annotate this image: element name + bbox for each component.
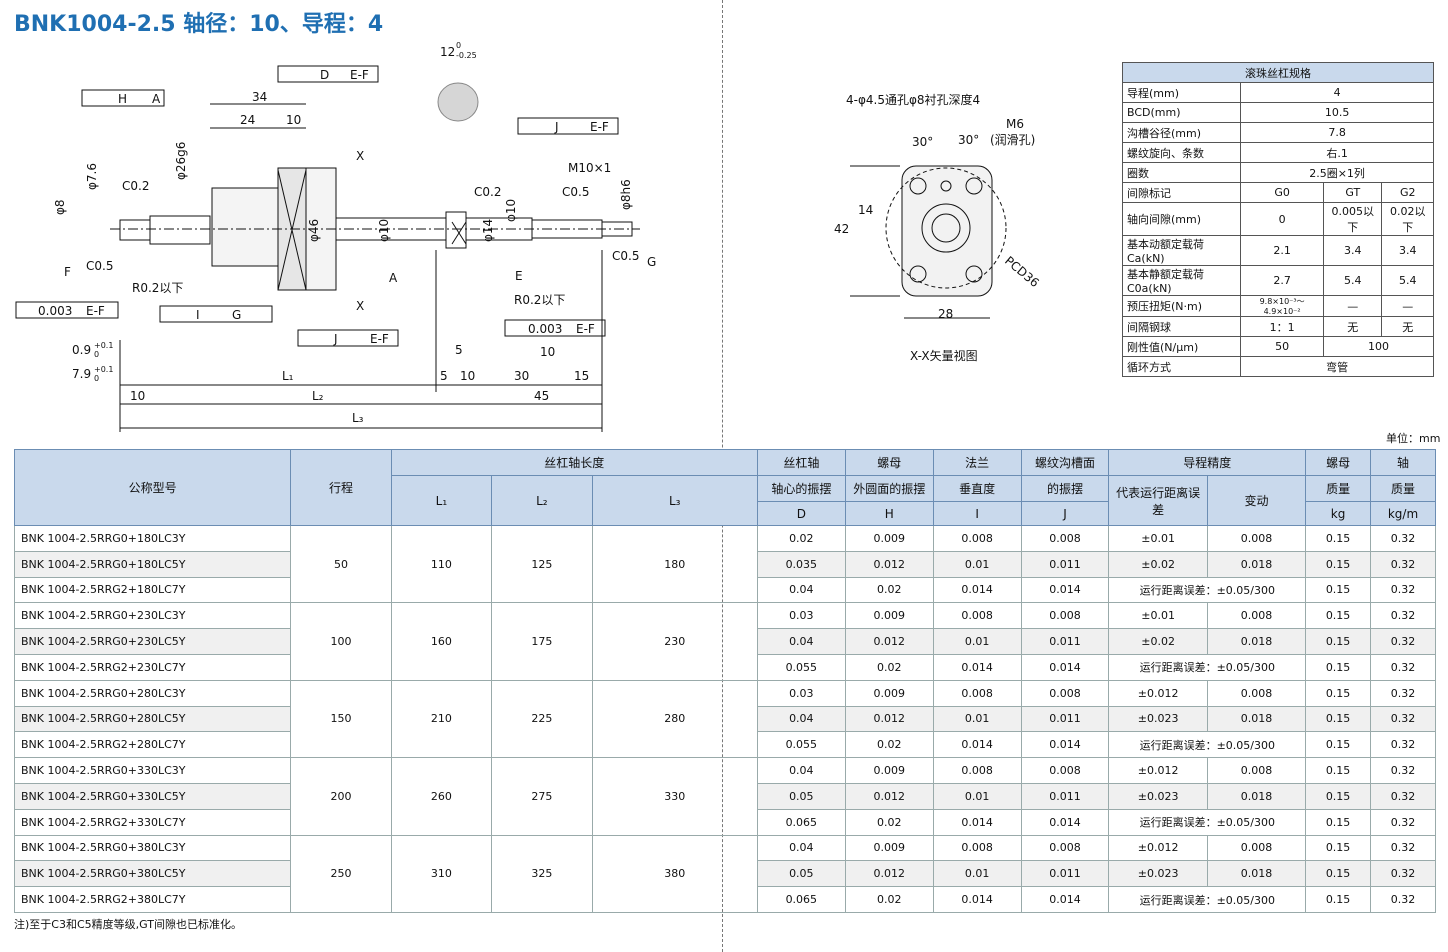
tol-d7: φ7.6 xyxy=(85,163,99,190)
page-title: BNK1004-2.5 轴径：10、导程：4 xyxy=(14,12,384,37)
svg-text:+0.1: +0.1 xyxy=(94,365,113,374)
svg-text:0.003: 0.003 xyxy=(528,322,562,336)
svg-text:+0.1: +0.1 xyxy=(94,341,113,350)
svg-text:G: G xyxy=(647,255,656,269)
tol-d26: φ26g6 xyxy=(174,142,188,180)
footnote: 注)至于C3和C5精度等级,GT间隙也已标准化。 xyxy=(14,918,242,931)
technical-drawing: 34 24 10 12 0 -0.25 φ26g6 φ7.6 φ8 φ10 φ8… xyxy=(15,41,1042,432)
svg-text:φ14: φ14 xyxy=(481,219,495,242)
svg-text:10: 10 xyxy=(130,389,145,403)
svg-text:(润滑孔): (润滑孔) xyxy=(990,133,1035,147)
svg-text:0.003: 0.003 xyxy=(38,304,72,318)
svg-text:30: 30 xyxy=(514,369,529,383)
svg-text:-0.25: -0.25 xyxy=(456,51,477,60)
svg-text:0: 0 xyxy=(94,350,99,359)
svg-text:5: 5 xyxy=(440,369,448,383)
view-caption: X-X矢量视图 xyxy=(910,348,978,363)
unit-label: 单位：mm xyxy=(1386,432,1441,445)
svg-text:R0.2以下: R0.2以下 xyxy=(514,293,565,307)
svg-text:C0.5: C0.5 xyxy=(86,259,113,273)
svg-text:PCD36: PCD36 xyxy=(1002,254,1042,291)
svg-text:E-F: E-F xyxy=(86,304,105,318)
svg-text:E-F: E-F xyxy=(590,120,609,134)
svg-text:C0.2: C0.2 xyxy=(474,185,501,199)
svg-text:A: A xyxy=(389,271,398,285)
svg-text:28: 28 xyxy=(938,307,953,321)
chamfer-c02: C0.2 xyxy=(122,179,149,193)
flange-hole-label: 4-φ4.5通孔φ8衬孔深度4 xyxy=(846,92,980,107)
spec-table: 滚珠丝杠规格 导程(mm)4 BCD(mm)10.5 沟槽谷径(mm)7.8 螺… xyxy=(1121,62,1434,377)
svg-text:C0.5: C0.5 xyxy=(562,185,589,199)
svg-text:J: J xyxy=(333,332,338,346)
dim-10: 10 xyxy=(286,113,301,127)
svg-text:M6: M6 xyxy=(1006,117,1024,131)
svg-text:J: J xyxy=(554,120,559,134)
svg-text:I: I xyxy=(196,308,200,322)
svg-text:10: 10 xyxy=(540,345,555,359)
svg-text:L₃: L₃ xyxy=(352,411,364,425)
svg-text:30°: 30° xyxy=(912,135,933,149)
tol-d8: φ8 xyxy=(53,199,67,215)
svg-text:E-F: E-F xyxy=(576,322,595,336)
svg-text:D: D xyxy=(320,68,329,82)
dim-12: 12 xyxy=(440,45,455,59)
svg-text:42: 42 xyxy=(834,222,849,236)
svg-text:15: 15 xyxy=(574,369,589,383)
spec-header: 滚珠丝杠规格 xyxy=(1122,62,1434,83)
svg-text:C0.5: C0.5 xyxy=(612,249,639,263)
svg-text:F: F xyxy=(64,265,71,279)
svg-text:E: E xyxy=(515,269,523,283)
svg-text:14: 14 xyxy=(858,203,873,217)
tol-d8h6: φ8h6 xyxy=(619,179,633,210)
dim-34: 34 xyxy=(252,90,267,104)
thread-m10: M10×1 xyxy=(568,161,611,175)
svg-text:L₂: L₂ xyxy=(312,389,324,403)
svg-text:X: X xyxy=(356,299,364,313)
drawing-labels: 34 24 10 12 0 -0.25 φ26g6 φ7.6 φ8 φ10 φ8… xyxy=(38,41,1042,425)
svg-text:φ10: φ10 xyxy=(377,219,391,242)
svg-text:R0.2以下: R0.2以下 xyxy=(132,281,183,295)
svg-text:φ46: φ46 xyxy=(307,219,321,242)
svg-text:0: 0 xyxy=(456,41,461,50)
svg-text:10: 10 xyxy=(460,369,475,383)
svg-text:0: 0 xyxy=(94,374,99,383)
svg-text:5: 5 xyxy=(455,343,463,357)
svg-text:0.9: 0.9 xyxy=(72,343,91,357)
svg-text:E-F: E-F xyxy=(370,332,389,346)
product-table: 公称型号 行程 丝杠轴长度 丝杠轴 螺母 法兰 螺纹沟槽面 导程精度 螺母 轴 … xyxy=(13,449,1436,913)
svg-text:E-F: E-F xyxy=(350,68,369,82)
svg-text:X: X xyxy=(356,149,364,163)
svg-text:45: 45 xyxy=(534,389,549,403)
svg-text:7.9: 7.9 xyxy=(72,367,91,381)
svg-text:L₁: L₁ xyxy=(282,369,294,383)
tol-d10: φ10 xyxy=(504,199,518,222)
svg-text:A: A xyxy=(152,92,161,106)
svg-text:H: H xyxy=(118,92,127,106)
dim-24: 24 xyxy=(240,113,255,127)
svg-text:30°: 30° xyxy=(958,133,979,147)
svg-text:G: G xyxy=(232,308,241,322)
